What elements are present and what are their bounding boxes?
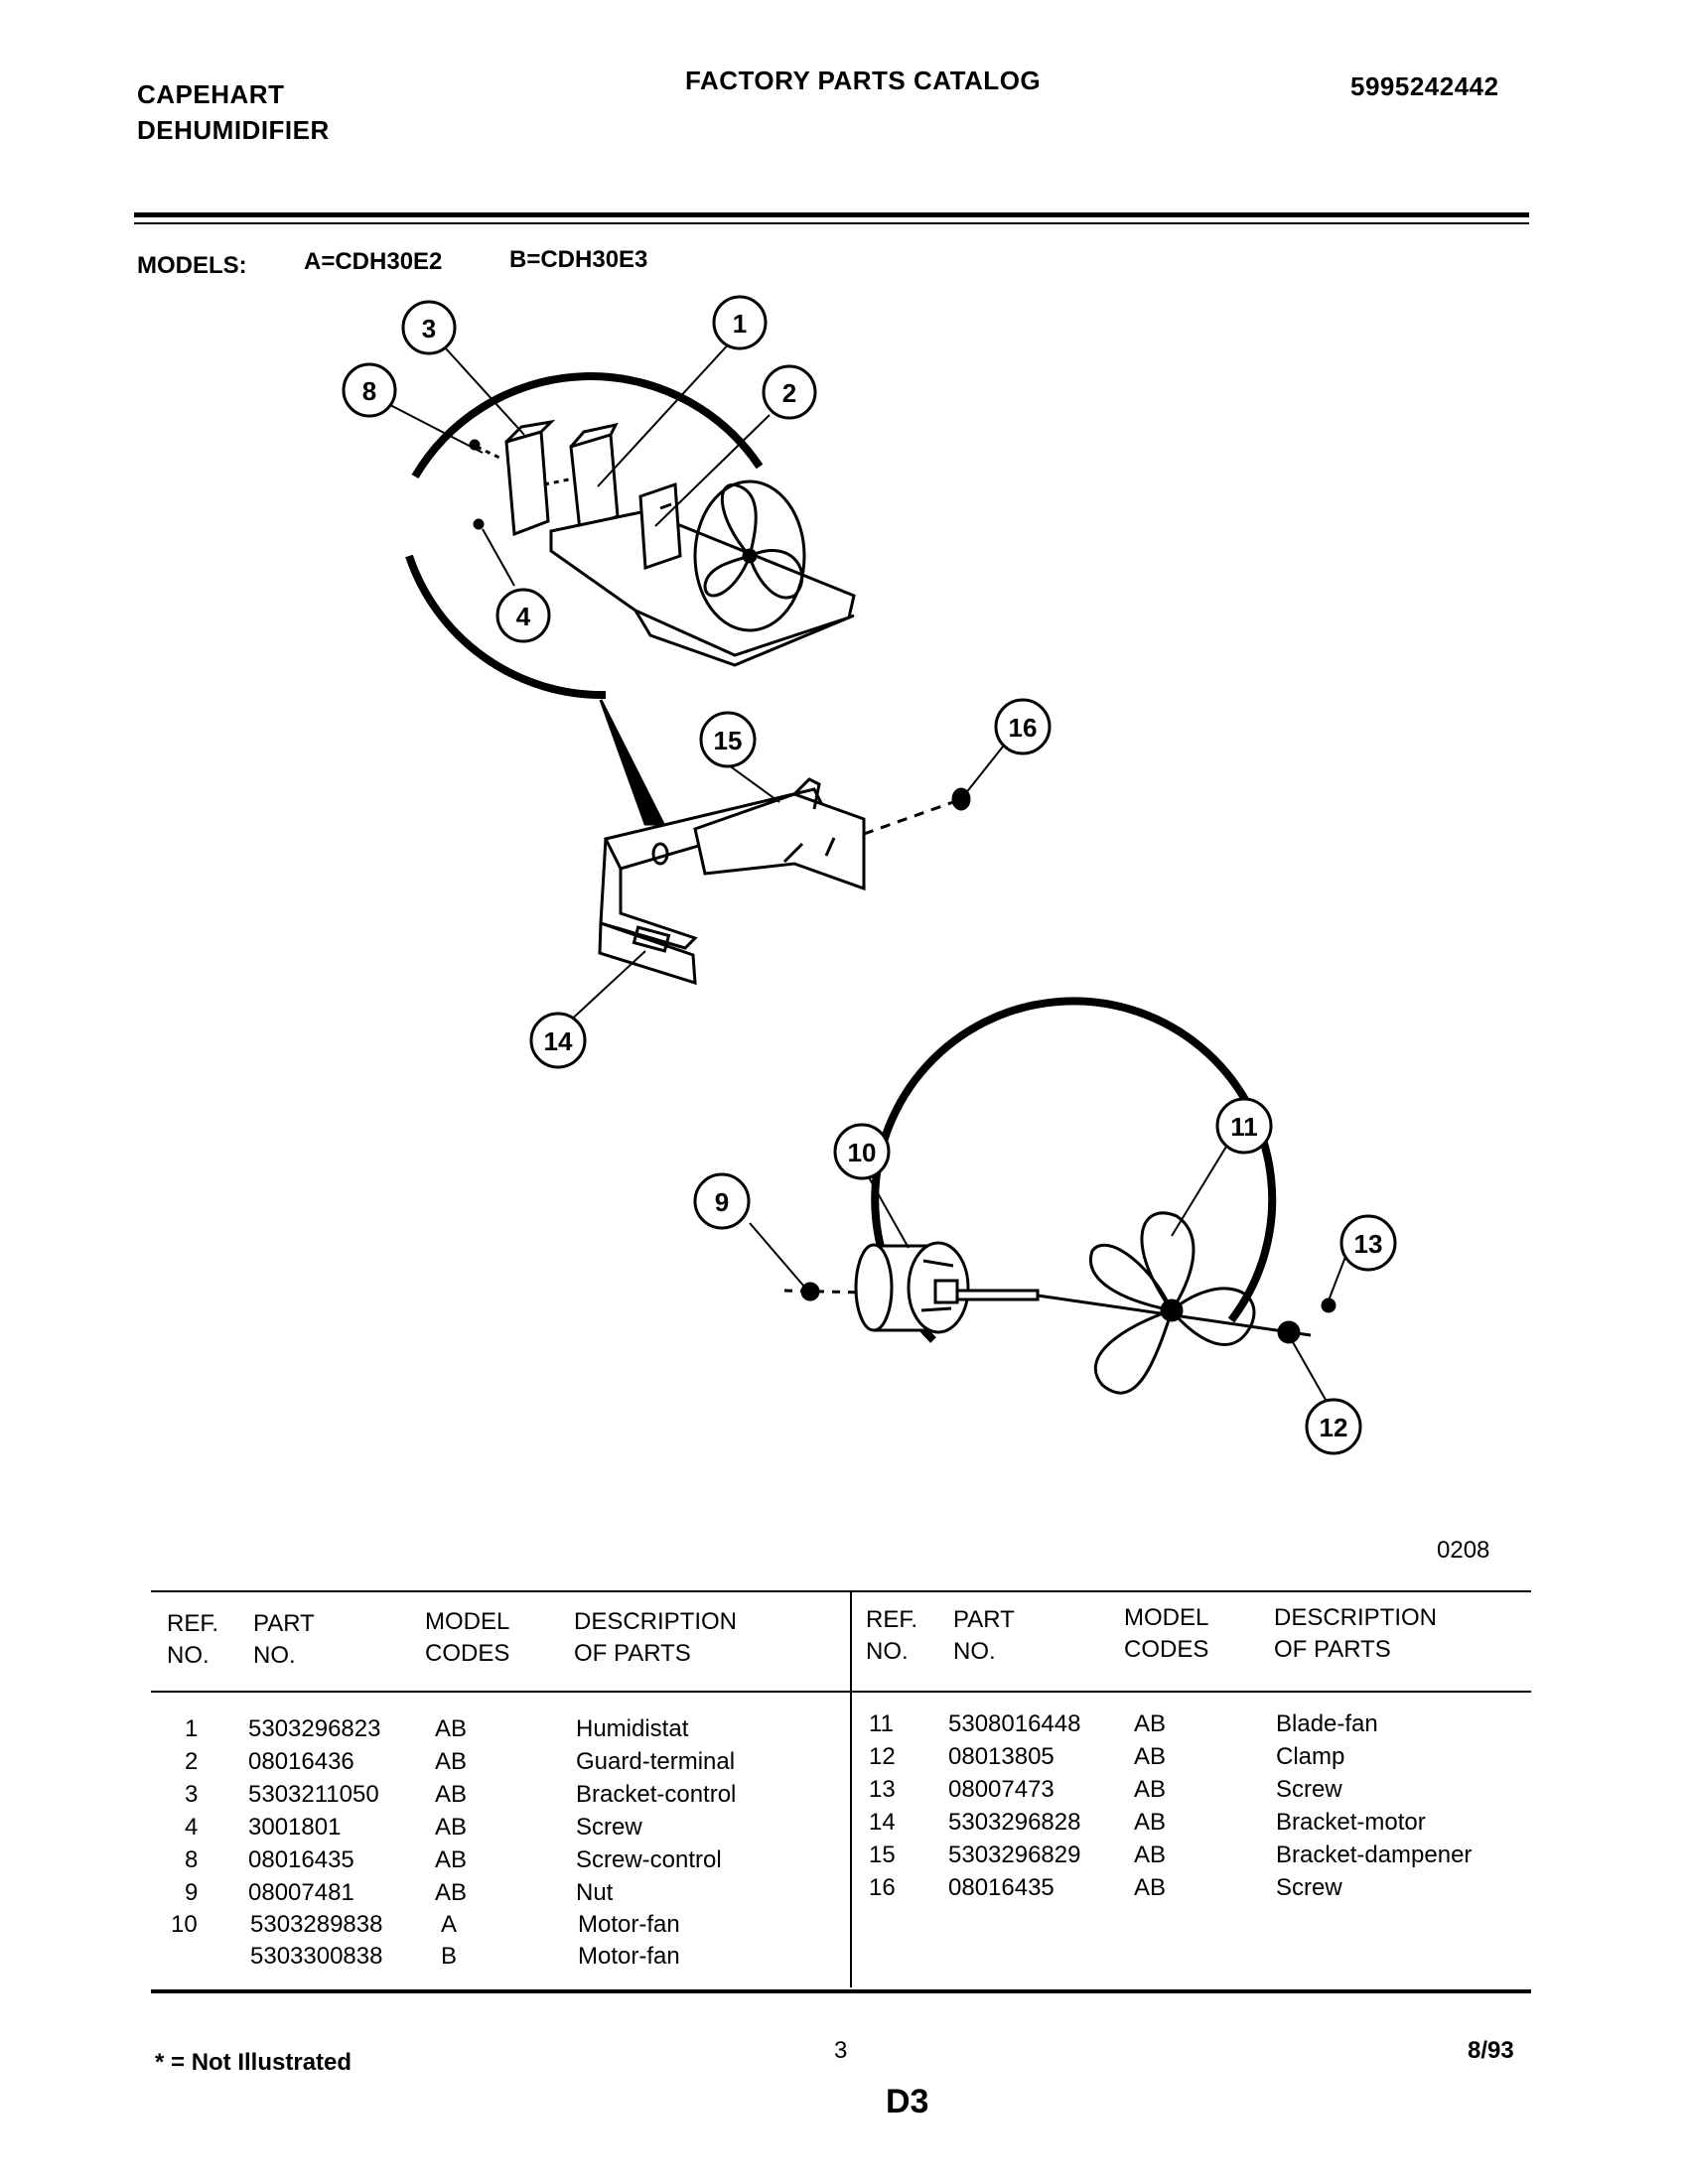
svg-text:1: 1: [733, 309, 747, 339]
product-type: DEHUMIDIFIER: [137, 115, 330, 145]
figure-code: 0208: [1437, 1537, 1490, 1564]
callout-13: 13: [1339, 1214, 1397, 1272]
svg-text:12: 12: [1320, 1413, 1348, 1442]
header-ref-right: REF. NO.: [866, 1606, 918, 1665]
callout-3: 3: [401, 300, 457, 355]
upper-assembly-circle-arc-top: [411, 372, 764, 479]
svg-text:13: 13: [1354, 1229, 1383, 1259]
nut-9-guide: [783, 1289, 865, 1295]
screw-13-shape: [1321, 1297, 1336, 1313]
model-b: B=CDH30E3: [509, 246, 648, 273]
model-a: A=CDH30E2: [304, 248, 443, 275]
svg-text:15: 15: [714, 726, 743, 755]
callout-15: 15: [699, 711, 757, 768]
screw-16-guide: [863, 800, 954, 836]
table-bottom-rule: [151, 1989, 1531, 1993]
dampener-bracket: [693, 777, 866, 891]
header-model-left: MODEL CODES: [425, 1608, 510, 1667]
table-header-rule: [151, 1691, 1531, 1693]
table-top-rule: [151, 1590, 1531, 1592]
catalog-title: FACTORY PARTS CATALOG: [685, 66, 1042, 95]
callout-4: 4: [495, 588, 551, 643]
svg-text:14: 14: [544, 1026, 573, 1056]
svg-text:8: 8: [362, 376, 376, 406]
page-number: 3: [834, 2037, 848, 2064]
upper-assembly-circle-arc-bottom: [405, 554, 607, 700]
fan-assembly-circle-arc: [871, 997, 1277, 1343]
header-part-left: PART NO.: [253, 1610, 315, 1669]
header-rule-thin: [134, 222, 1529, 224]
svg-text:2: 2: [782, 378, 796, 408]
detail-link-wedge: [599, 699, 666, 826]
callout-11: 11: [1215, 1097, 1273, 1155]
fan-blade: [1037, 1211, 1312, 1395]
models-label: MODELS:: [137, 252, 247, 279]
callout-8: 8: [342, 362, 397, 418]
header-model-right: MODEL CODES: [1124, 1604, 1209, 1663]
nut-9-shape: [800, 1282, 820, 1301]
clamp-12-shape: [1277, 1320, 1301, 1344]
callout-9: 9: [693, 1172, 751, 1230]
control-bracket-assembly: [469, 419, 620, 537]
callout-set: 1 2 3 8 4 15 16 14 9 10 11 13 12: [342, 295, 1397, 1455]
callout-2: 2: [762, 364, 817, 420]
fan-motor: [854, 1241, 1040, 1334]
callout-14: 14: [529, 1012, 587, 1069]
svg-text:11: 11: [1230, 1112, 1258, 1142]
catalog-number: 5995242442: [1350, 71, 1499, 101]
section-code: D3: [886, 2083, 929, 2120]
svg-text:3: 3: [422, 314, 436, 343]
header-desc-left: DESCRIPTION OF PARTS: [574, 1608, 738, 1667]
callout-1: 1: [712, 295, 768, 350]
svg-text:10: 10: [848, 1138, 877, 1167]
brand-name: CAPEHART: [137, 79, 285, 109]
terminal-guard-fan-sketch: [693, 479, 806, 632]
callout-16: 16: [994, 698, 1052, 755]
header-desc-right: DESCRIPTION OF PARTS: [1274, 1604, 1438, 1663]
callout-12: 12: [1305, 1398, 1362, 1455]
svg-text:16: 16: [1009, 713, 1038, 743]
callout-10: 10: [833, 1123, 891, 1180]
exploded-parts-diagram: 1 2 3 8 4 15 16 14 9 10 11 13 12: [342, 295, 1397, 1455]
header-rule-thick: [134, 212, 1529, 217]
header-ref-left: REF. NO.: [167, 1610, 219, 1669]
callout-leaders: [389, 339, 1346, 1401]
header-part-right: PART NO.: [953, 1606, 1015, 1665]
svg-text:9: 9: [715, 1187, 729, 1217]
not-illustrated-note: * = Not Illustrated: [155, 2049, 352, 2076]
table-divider: [850, 1590, 852, 1987]
print-date: 8/93: [1468, 2037, 1514, 2064]
svg-text:4: 4: [516, 602, 531, 631]
